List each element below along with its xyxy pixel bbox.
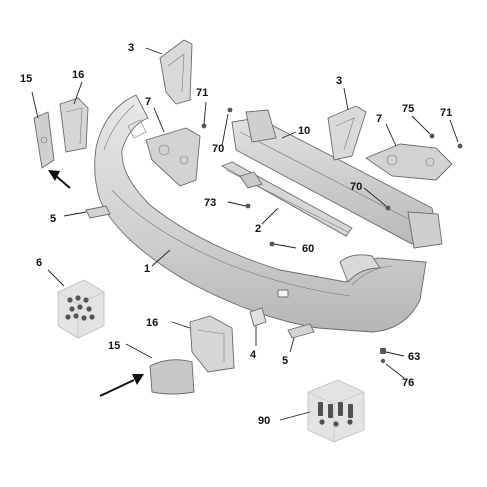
callout-10: 10 [298,125,310,137]
leader-lines [31,47,459,421]
guide-left-7 [145,127,201,187]
callout-60: 60 [302,243,314,255]
bumper-cover [94,94,427,333]
fixing-kit-90 [307,379,365,443]
mud-flap-lower-15 [149,359,195,395]
screw-60 [269,241,275,247]
callout-63: 63 [408,351,420,363]
trim-left-5 [85,205,111,219]
screw-71-left [201,123,207,129]
screw-70-right [385,205,391,211]
callout-3-left: 3 [128,42,134,54]
callout-73: 73 [204,197,216,209]
callout-1: 1 [144,263,150,275]
callout-15-lower: 15 [108,340,120,352]
bracket-right-3 [327,105,367,161]
callout-7-left: 7 [145,96,151,108]
callout-16-lower: 16 [146,317,158,329]
callout-5-left: 5 [50,213,56,225]
callout-16-upper: 16 [72,69,84,81]
trim-right-5 [287,323,315,339]
callout-3-right: 3 [336,75,342,87]
callout-70-left: 70 [212,143,224,155]
screw-73 [245,203,251,209]
callout-5-right: 5 [282,355,288,367]
callout-15-upper: 15 [20,73,32,85]
arrow-lower-icon [99,374,144,397]
flap-bracket-upper-16 [59,97,89,153]
callout-71-left: 71 [196,87,208,99]
callout-2: 2 [255,223,261,235]
callout-70-right: 70 [350,181,362,193]
callout-71-right: 71 [440,107,452,119]
screw-70-left [227,107,233,113]
arrow-upper-icon [48,170,71,189]
callout-75: 75 [402,103,414,115]
absorber-bar [220,161,353,237]
reinforcement-beam [231,109,443,249]
guide-right-7 [365,143,453,181]
fasteners [201,107,463,364]
flap-bracket-lower-16 [189,315,235,373]
screw-71-right [457,143,463,149]
callout-labels: 1 2 3 3 4 5 5 6 7 7 10 15 15 16 16 60 63… [20,42,452,427]
callout-76: 76 [402,377,414,389]
callout-7-right: 7 [376,113,382,125]
cover-cap-4 [249,307,267,327]
screw-75 [429,133,435,139]
screw-76 [380,358,386,364]
callout-90: 90 [258,415,270,427]
clip-kit-6 [57,279,105,339]
clip-63 [380,348,386,354]
callout-6: 6 [36,257,42,269]
mud-flap-upper-15 [33,111,55,169]
bracket-left-3 [159,39,193,105]
callout-4: 4 [250,349,257,361]
